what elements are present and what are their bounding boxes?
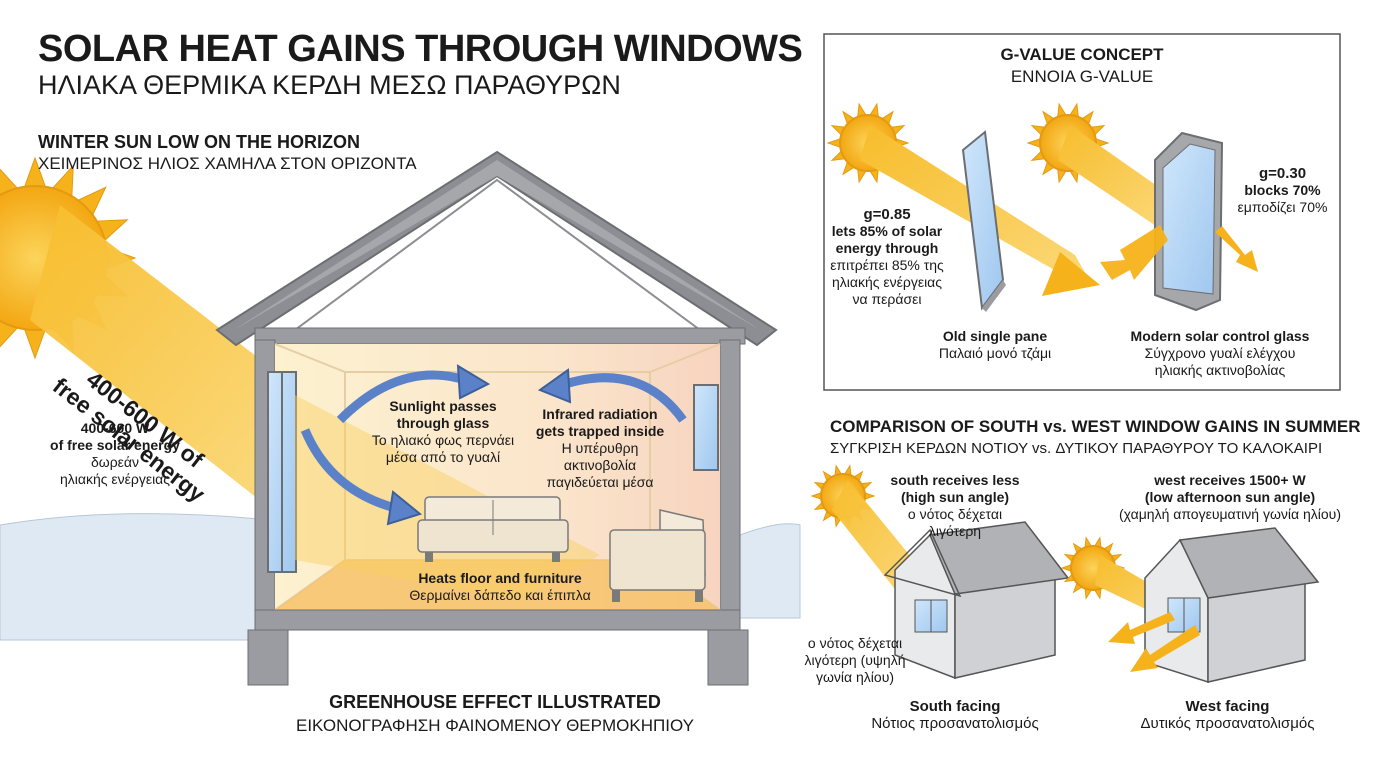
winter-side-line1: 400-600 W xyxy=(80,420,150,436)
floor-note: Heats floor and furniture Θερμαίνει δάπε… xyxy=(390,570,610,604)
infrared-note: Infrared radiation gets trapped inside Η… xyxy=(520,406,680,491)
new-label-gr2: ηλιακής ακτινοβολίας xyxy=(1154,362,1286,378)
new-pane-note: g=0.30 blocks 70% εμποδίζει 70% xyxy=(1225,165,1340,216)
sunlight-title2: through glass xyxy=(396,415,490,431)
infrared-gr3: παγιδεύεται μέσα xyxy=(546,474,654,490)
new-g-value: g=0.30 xyxy=(1258,165,1307,182)
old-desc1: lets 85% of solar xyxy=(831,223,943,239)
south-title2: (high sun angle) xyxy=(900,489,1010,505)
south-side1: ο νότος δέχεται xyxy=(807,635,903,651)
snow-ground-right xyxy=(739,523,801,619)
south-side2: λιγότερη (υψηλή xyxy=(804,652,906,668)
west-label-en: West facing xyxy=(1185,698,1270,715)
gvalue-heading: G-VALUE CONCEPT xyxy=(1000,45,1164,64)
new-pane-label: Modern solar control glass Σύγχρονο γυαλ… xyxy=(1105,328,1335,379)
sunlight-gr1: Το ηλιακό φως περνάει xyxy=(371,432,515,448)
gvalue-heading-gr: ΕΝΝΟΙΑ G-VALUE xyxy=(1010,67,1154,86)
south-note: south receives less (high sun angle) ο ν… xyxy=(880,472,1030,540)
winter-sun-beam xyxy=(30,205,300,520)
winter-heading-gr: ΧΕΙΜΕΡΙΝΟΣ ΗΛΙΟΣ ΧΑΜΗΛΑ ΣΤΟΝ ΟΡΙΖΟΝΤΑ xyxy=(38,154,417,173)
house-caption: GREENHOUSE EFFECT ILLUSTRATED xyxy=(329,692,661,712)
old-g-value: g=0.85 xyxy=(863,206,911,223)
new-desc: blocks 70% xyxy=(1244,182,1321,198)
sunlight-title1: Sunlight passes xyxy=(389,398,497,414)
new-label-gr1: Σύγχρονο γυαλί ελέγχου xyxy=(1144,345,1296,361)
old-gr3: να περάσει xyxy=(852,291,922,307)
floor-title: Heats floor and furniture xyxy=(418,570,582,586)
west-label: West facing Δυτικός προσανατολισμός xyxy=(1125,698,1330,732)
old-label: Old single pane xyxy=(942,328,1048,344)
page-title: SOLAR HEAT GAINS THROUGH WINDOWS xyxy=(38,28,803,70)
comparison-heading: COMPARISON OF SOUTH vs. WEST WINDOW GAIN… xyxy=(830,417,1361,436)
new-gr: εμποδίζει 70% xyxy=(1237,199,1328,215)
winter-side-gr2: ηλιακής ενέργειας xyxy=(59,471,171,487)
south-label-en: South facing xyxy=(909,698,1001,715)
south-side-note: ο νότος δέχεται λιγότερη (υψηλή γωνία ηλ… xyxy=(800,635,910,686)
old-label-gr: Παλαιό μονό τζάμι xyxy=(938,345,1052,361)
infrared-title2: gets trapped inside xyxy=(535,423,665,439)
sunlight-gr2: μέσα από το γυαλί xyxy=(385,449,501,465)
winter-side-line2: of free solar energy xyxy=(50,437,180,453)
infrared-title1: Infrared radiation xyxy=(542,406,658,422)
infrared-arrow-icon xyxy=(537,368,687,423)
old-pane-note: g=0.85 lets 85% of solar energy through … xyxy=(812,206,962,308)
west-title1: west receives 1500+ W xyxy=(1154,472,1306,488)
reflected-arrow xyxy=(1100,225,1168,280)
infrared-gr2: ακτινοβολία xyxy=(563,457,637,473)
old-pane-beam-head xyxy=(1042,252,1100,296)
south-title1: south receives less xyxy=(890,472,1020,488)
sunlight-note: Sunlight passes through glass Το ηλιακό … xyxy=(348,398,538,466)
sofa-icon xyxy=(417,496,569,562)
south-label-gr: Νότιος προσανατολισμός xyxy=(871,715,1039,732)
new-pane-beam-in xyxy=(1058,125,1170,232)
house-cross-section xyxy=(215,150,778,686)
south-gr: ο νότος δέχεται λιγότερη xyxy=(907,506,1003,539)
old-single-pane-icon xyxy=(961,130,1006,312)
infrared-gr1: Η υπέρυθρη xyxy=(561,440,639,456)
sun-ray xyxy=(23,326,47,360)
south-house-icon xyxy=(883,521,1070,680)
winter-side-gr1: δωρεάν xyxy=(90,454,140,470)
winter-heading: WINTER SUN LOW ON THE HORIZON xyxy=(38,132,360,152)
house-caption-gr: ΕΙΚΟΝΟΓΡΑΦΗΣΗ ΦΑΙΝΟΜΕΝΟΥ ΘΕΡΜΟΚΗΠΙΟΥ xyxy=(296,716,694,735)
floor-gr: Θερμαίνει δάπεδο και έπιπλα xyxy=(409,587,591,603)
west-house-icon xyxy=(1144,527,1320,684)
transmitted-arrow xyxy=(1215,226,1258,272)
sunlight-arrow-icon xyxy=(300,364,491,526)
page-subtitle: ΗΛΙΑΚΑ ΘΕΡΜΙΚΑ ΚΕΡΔΗ ΜΕΣΩ ΠΑΡΑΘΥΡΩΝ xyxy=(38,70,621,100)
west-title2: (low afternoon sun angle) xyxy=(1144,489,1316,505)
snow-ground xyxy=(0,513,271,641)
south-label: South facing Νότιος προσανατολισμός xyxy=(860,698,1050,732)
west-note: west receives 1500+ W (low afternoon sun… xyxy=(1110,472,1350,523)
south-side3: γωνία ηλίου) xyxy=(815,669,895,685)
old-gr1: επιτρέπει 85% της xyxy=(830,257,944,273)
old-pane-label: Old single pane Παλαιό μονό τζάμι xyxy=(910,328,1080,362)
gvalue-panel xyxy=(823,33,1341,391)
armchair-icon xyxy=(609,509,706,602)
west-arrow-out-1 xyxy=(1108,612,1175,644)
west-arrow-out-2 xyxy=(1130,625,1200,672)
west-gr: (χαμηλή απογευματινή γωνία ηλίου) xyxy=(1119,506,1341,522)
old-gr2: ηλιακής ενέργειας xyxy=(831,274,943,290)
west-label-gr: Δυτικός προσανατολισμός xyxy=(1140,715,1315,732)
modern-glass-icon xyxy=(1154,131,1224,312)
comparison-heading-gr: ΣΥΓΚΡΙΣΗ ΚΕΡΔΩΝ ΝΟΤΙΟΥ vs. ΔΥΤΙΚΟΥ ΠΑΡΑΘ… xyxy=(830,440,1323,457)
old-desc2: energy through xyxy=(835,240,939,256)
new-label: Modern solar control glass xyxy=(1130,328,1310,344)
winter-side-note: 400-600 W of free solar energy δωρεάν ηλ… xyxy=(30,420,200,488)
